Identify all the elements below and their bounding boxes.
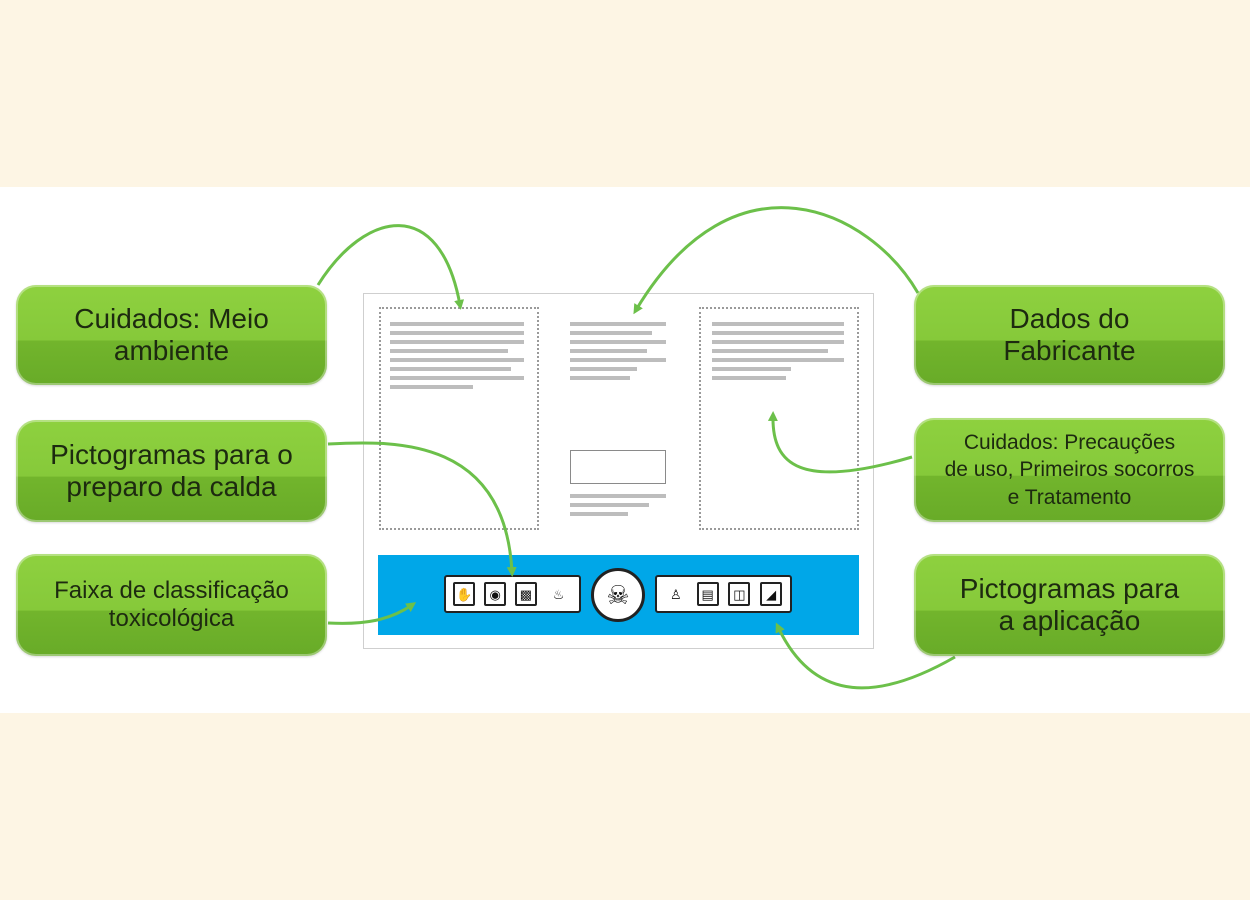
- callout-meio-ambiente: Cuidados: Meio ambiente: [16, 285, 327, 385]
- callout-line: Faixa de classificação: [54, 577, 289, 605]
- callout-preparo-calda: Pictogramas para o preparo da calda: [16, 420, 327, 522]
- callout-line: Dados do: [1009, 302, 1130, 334]
- person-protective-icon: ♙: [664, 582, 687, 606]
- mask-icon: ◉: [484, 582, 507, 606]
- wash-icon: ◢: [760, 582, 783, 606]
- callout-line: Cuidados: Meio: [74, 302, 269, 334]
- callout-aplicacao: Pictogramas para a aplicação: [914, 554, 1225, 656]
- pour-icon: ♨: [545, 582, 572, 606]
- callout-line: Pictogramas para: [959, 572, 1180, 604]
- glove-icon: ✋: [453, 582, 476, 606]
- callout-faixa-toxicologica: Faixa de classificação toxicológica: [16, 554, 327, 656]
- right-column-text: [712, 322, 844, 385]
- callout-line: de uso, Primeiros socorros: [944, 458, 1195, 482]
- callout-dados-fabricante: Dados do Fabricante: [914, 285, 1225, 385]
- boots-icon: ▩: [514, 582, 537, 606]
- center-frame: [570, 450, 666, 484]
- callout-line: ambiente: [113, 335, 230, 366]
- callout-line: e Tratamento: [1007, 485, 1132, 509]
- preparation-pictograms: ✋ ◉ ▩ ♨: [444, 575, 581, 613]
- callout-line: a aplicação: [998, 605, 1141, 636]
- callout-line: Pictogramas para o: [50, 438, 293, 470]
- left-column-text: [390, 322, 524, 394]
- application-pictograms: ♙ ▤ ◫ ◢: [655, 575, 792, 613]
- center-column-text: [570, 322, 666, 385]
- spray-icon: ▤: [696, 582, 719, 606]
- apron-icon: ◫: [728, 582, 751, 606]
- callout-line: Cuidados: Precauções: [963, 431, 1176, 455]
- callout-line: Fabricante: [1003, 335, 1136, 366]
- center-lower-text: [570, 494, 666, 521]
- callout-precaucoes: Cuidados: Precauções de uso, Primeiros s…: [914, 418, 1225, 522]
- callout-line: preparo da calda: [66, 471, 277, 502]
- skull-crossbones-icon: ☠: [591, 568, 645, 622]
- callout-line: toxicológica: [108, 605, 235, 632]
